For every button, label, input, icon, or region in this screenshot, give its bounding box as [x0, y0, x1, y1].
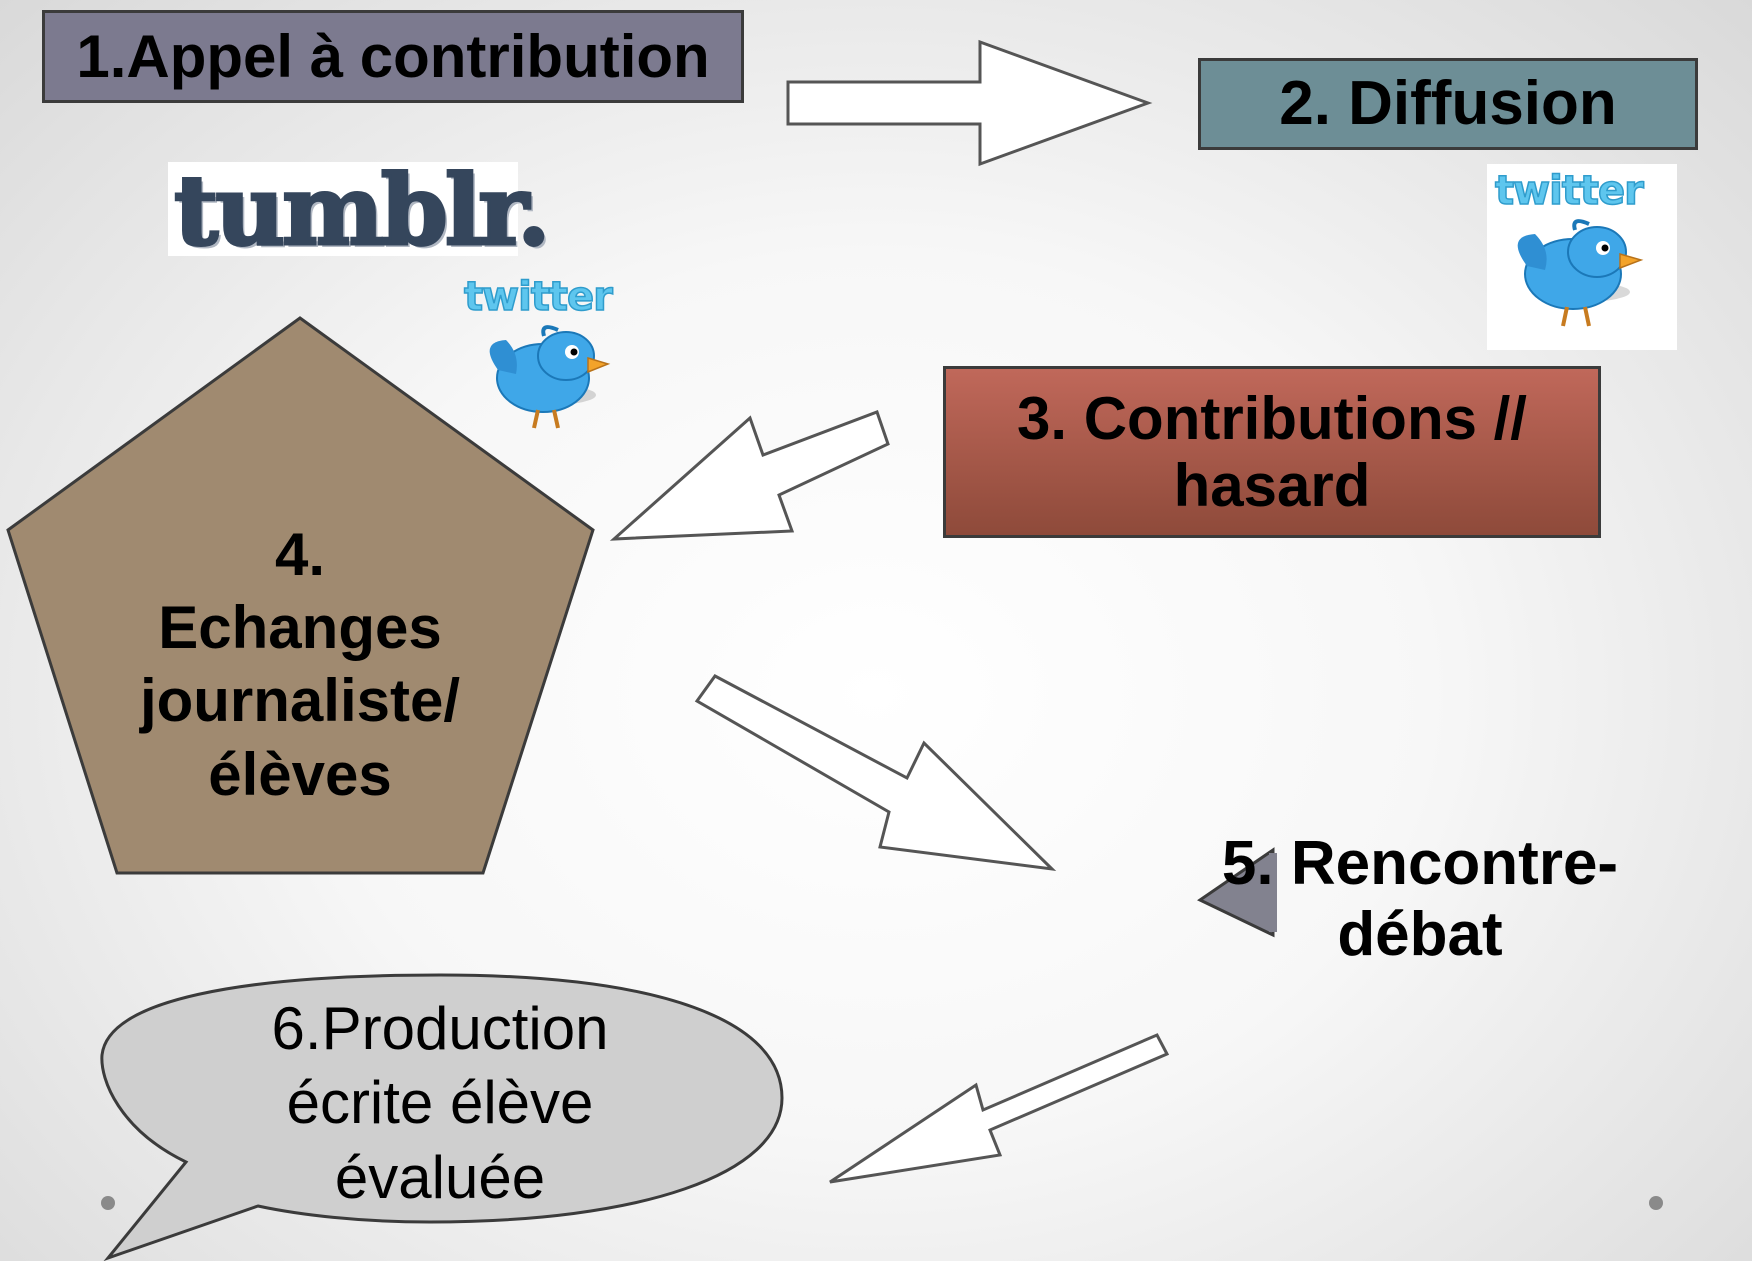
twitter-bird-icon-2: [1517, 219, 1644, 327]
tumblr-logo-text: tumblr.: [173, 153, 552, 269]
arrow-step3-to-step4: [609, 410, 890, 541]
step-4-line-3: journaliste/: [139, 667, 461, 735]
step-5-callout-joint: [1269, 853, 1277, 932]
decorative-dot-left: [101, 1196, 115, 1210]
step-1-box: 1.Appel à contribution: [42, 10, 744, 103]
twitter-logo-2: twitter: [1487, 164, 1677, 350]
step-4-pentagon: [6, 316, 595, 875]
step-2-label: 2. Diffusion: [1279, 69, 1617, 139]
step-6-speech-bubble: [100, 973, 784, 1261]
step-3-label: 3. Contributions // hasard: [1017, 384, 1527, 519]
tumblr-logo: tumblr.: [168, 153, 552, 269]
twitter-logo-1: twitter: [458, 270, 648, 455]
decorative-dot-right: [1649, 1196, 1663, 1210]
arrow-step1-to-step2: [786, 39, 1153, 167]
step-6-line-3: évaluée: [334, 1143, 546, 1211]
arrow-step4-to-step5: [694, 674, 1057, 872]
step-4-line-2: Echanges: [158, 594, 442, 662]
step-4-line-4: élèves: [208, 740, 392, 808]
arrow-step5-to-step6: [829, 1033, 1170, 1184]
step-4-line-1: 4.: [274, 521, 326, 588]
twitter-wordmark-2: twitter: [1494, 167, 1644, 215]
step-5-line-2: débat: [1337, 900, 1503, 970]
step-6-line-1: 6.Production: [271, 995, 609, 1062]
step-5-text: 5. Rencontre- débat: [1200, 828, 1640, 971]
step-4-text: 4. Echanges journaliste/ élèves: [80, 518, 520, 811]
step-6-line-2: écrite élève: [286, 1069, 594, 1137]
twitter-wordmark-1: twitter: [463, 273, 613, 321]
step-5-line-1: 5. Rencontre-: [1221, 829, 1619, 898]
step-3-box: 3. Contributions // hasard: [943, 366, 1601, 538]
step-6-text: 6.Production écrite élève évaluée: [210, 992, 670, 1215]
step-1-label: 1.Appel à contribution: [76, 22, 710, 90]
step-2-box: 2. Diffusion: [1198, 58, 1698, 150]
twitter-bird-icon-1: [489, 325, 611, 429]
